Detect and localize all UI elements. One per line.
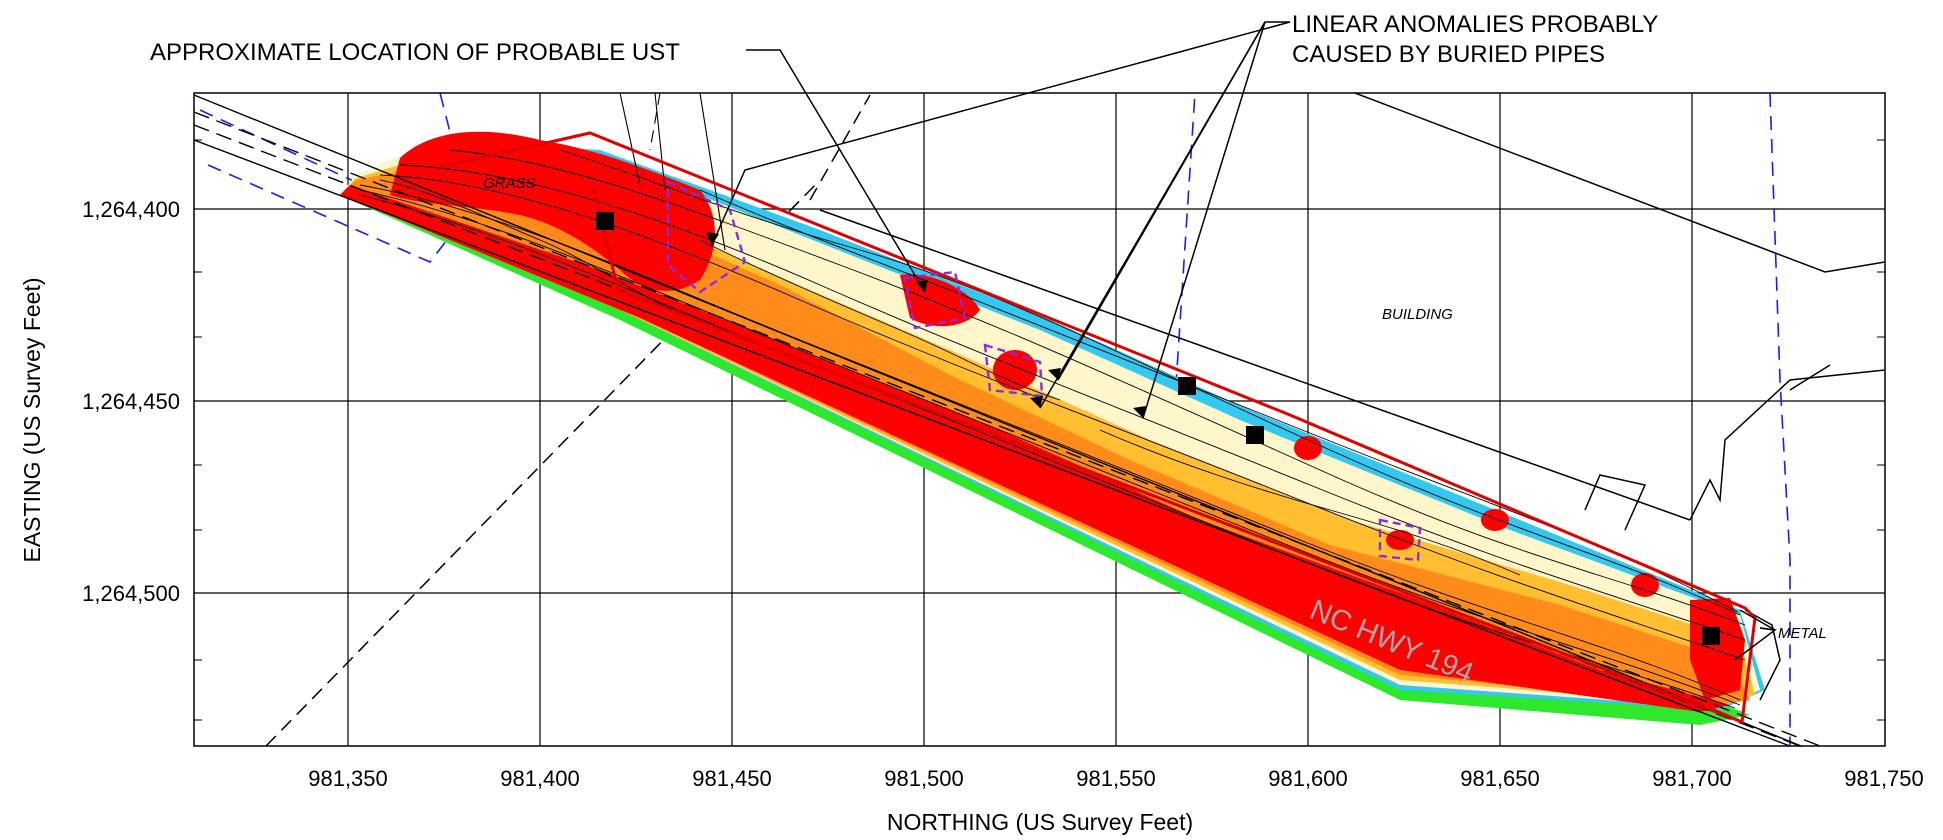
x-tick-label: 981,450	[692, 766, 772, 791]
anomaly-ust	[900, 274, 980, 327]
y-tick-label: 1,264,400	[82, 197, 180, 222]
anomaly-red-1	[993, 350, 1037, 390]
y-tick-label: 1,264,450	[82, 389, 180, 414]
ust-outline-2	[903, 270, 967, 330]
anomaly-red-3	[1386, 530, 1414, 550]
swath-red-zone-north	[390, 131, 715, 291]
tick-marks	[194, 139, 1885, 721]
callout-pipes-line2: CAUSED BY BURIED PIPES	[1292, 41, 1605, 68]
x-tick-label: 981,550	[1076, 766, 1156, 791]
ust-outline-4	[1378, 518, 1422, 562]
x-tick-label: 981,700	[1652, 766, 1732, 791]
y-tick-label: 1,264,500	[82, 581, 180, 606]
label-grass: GRASS	[483, 175, 536, 192]
label-building: BUILDING	[1382, 306, 1453, 323]
dashed-line-short	[809, 94, 871, 201]
anomaly-red-2	[1294, 436, 1322, 460]
x-axis-title: NORTHING (US Survey Feet)	[887, 809, 1193, 835]
callout-pipes-line1: LINEAR ANOMALIES PROBABLY	[1292, 11, 1658, 38]
x-tick-label: 981,650	[1460, 766, 1540, 791]
ust-outline-1	[666, 180, 747, 294]
monitoring-wells	[596, 212, 1720, 645]
x-tick-label: 981,500	[884, 766, 964, 791]
label-metal: METAL	[1778, 625, 1827, 642]
well-marker	[1246, 426, 1264, 444]
y-axis-title: EASTING (US Survey Feet)	[19, 277, 45, 562]
callout-arrowheads	[706, 232, 1146, 418]
road-edges	[194, 94, 1821, 746]
x-tick-label: 981,350	[308, 766, 388, 791]
y-tick-labels: 1,264,400 1,264,450 1,264,500	[82, 197, 180, 606]
well-marker	[1178, 377, 1196, 395]
anomaly-red-4	[1481, 509, 1509, 531]
x-tick-label: 981,600	[1268, 766, 1348, 791]
x-tick-labels: 981,350 981,400 981,450 981,500 981,550 …	[308, 766, 1924, 791]
callout-leaders	[711, 21, 1777, 661]
well-marker	[596, 212, 614, 230]
anomaly-red-5	[1631, 573, 1659, 597]
well-marker	[1702, 627, 1720, 645]
x-tick-label: 981,400	[500, 766, 580, 791]
anomaly-metal	[1690, 598, 1745, 700]
x-tick-label: 981,750	[1844, 766, 1924, 791]
callout-ust: APPROXIMATE LOCATION OF PROBABLE UST	[150, 39, 680, 66]
ust-outlines	[666, 180, 1422, 562]
building-outline	[819, 93, 1885, 701]
ust-outline-3	[983, 343, 1044, 398]
